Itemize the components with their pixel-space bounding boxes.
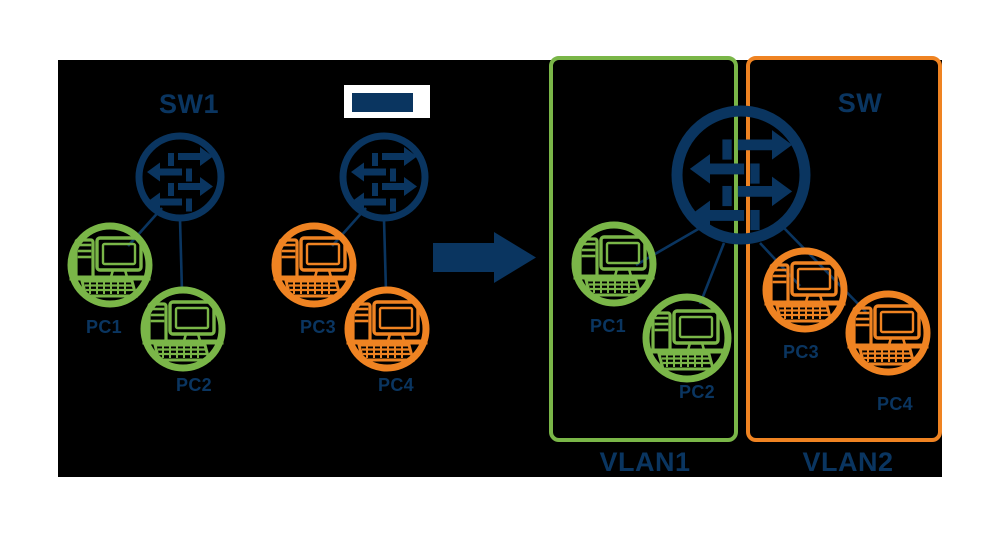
link-sw2-pc4 <box>382 218 388 293</box>
host-pc2-left[interactable] <box>140 286 226 372</box>
left-scene: SW1 PC1 PC2 <box>67 85 430 395</box>
link-sw1-pc2 <box>178 218 184 293</box>
host-pc1-right-ring <box>571 221 657 307</box>
switch-sw2-ring <box>339 132 429 222</box>
host-pc4-left-label: PC4 <box>378 375 414 395</box>
host-pc4-left-ring <box>344 286 430 372</box>
redaction-block <box>352 93 413 112</box>
host-pc1-left[interactable] <box>67 222 153 308</box>
switch-sw[interactable] <box>671 105 811 245</box>
vlan2-label: VLAN2 <box>802 447 893 477</box>
host-pc1-right[interactable] <box>571 221 657 307</box>
right-arrow-icon <box>433 232 536 283</box>
right-scene: SW PC1 PC2 PC3 <box>549 56 942 477</box>
host-pc1-left-label: PC1 <box>86 317 122 337</box>
switch-sw-label: SW <box>838 88 883 118</box>
vlan2-box <box>746 56 942 442</box>
vlan1-label: VLAN1 <box>599 447 690 477</box>
host-pc4-left[interactable] <box>344 286 430 372</box>
host-pc3-right[interactable] <box>762 247 848 333</box>
host-pc4-right[interactable] <box>845 290 931 376</box>
switch-sw-ring <box>671 105 811 245</box>
host-pc3-right-label: PC3 <box>783 342 819 362</box>
switch-sw1[interactable] <box>135 132 225 222</box>
host-pc3-left-ring <box>271 222 357 308</box>
link-sw-pc2 <box>698 242 726 305</box>
switch-sw2-label-redaction <box>344 85 430 118</box>
host-pc2-right-label: PC2 <box>679 382 715 402</box>
host-pc3-right-ring <box>762 247 848 333</box>
host-pc1-right-label: PC1 <box>590 316 626 336</box>
transition-arrow <box>433 232 536 283</box>
host-pc4-right-ring <box>845 290 931 376</box>
host-pc1-left-ring <box>67 222 153 308</box>
host-pc4-right-label: PC4 <box>877 394 913 414</box>
host-pc3-left-label: PC3 <box>300 317 336 337</box>
host-pc3-left[interactable] <box>271 222 357 308</box>
switch-sw1-ring <box>135 132 225 222</box>
vlan1-box <box>549 56 738 442</box>
vlan2-boundary[interactable] <box>746 56 942 442</box>
switch-sw1-label: SW1 <box>159 89 219 119</box>
host-pc2-right-ring <box>642 293 732 383</box>
switch-sw2[interactable] <box>339 132 429 222</box>
host-pc2-left-label: PC2 <box>176 375 212 395</box>
host-pc2-right[interactable] <box>642 293 732 383</box>
vlan1-boundary[interactable] <box>549 56 738 442</box>
host-pc2-left-ring <box>140 286 226 372</box>
